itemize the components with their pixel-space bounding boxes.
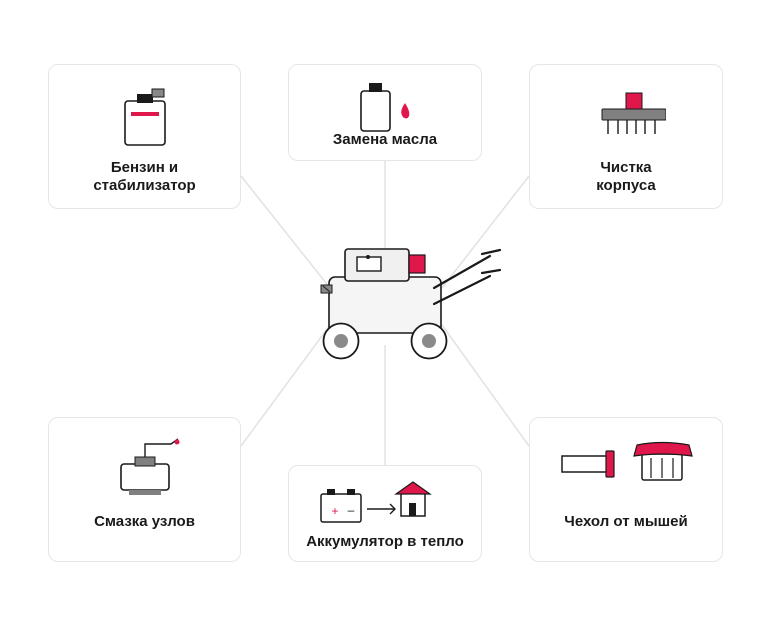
oil-bottle-icon — [360, 83, 410, 132]
card-oil-change: Замена масла — [288, 64, 482, 161]
card-lubrication: Смазка узлов — [48, 417, 241, 562]
card-fuel-line1: Бензин и — [110, 159, 179, 176]
card-fuel-stabilizer: Бензин и стабилизатор — [48, 64, 241, 209]
lawn-mower-icon — [320, 248, 502, 360]
cover-icon — [561, 441, 693, 481]
card-body-cleaning: Чистка корпуса — [529, 64, 723, 209]
card-clean-line1: Чистка — [600, 159, 652, 176]
battery-to-house-icon: + – — [320, 481, 432, 523]
card-grease-label: Смазка узлов — [94, 513, 195, 530]
card-cover-label: Чехол от мышей — [564, 513, 688, 530]
card-battery-label: Аккумулятор в тепло — [306, 533, 464, 550]
oil-can-icon — [120, 438, 180, 495]
card-battery-warm: + – Аккумулятор в тепло — [288, 465, 482, 562]
battery-plus-sign: + — [331, 504, 338, 518]
card-fuel-line2: стабилизатор — [93, 177, 196, 194]
brush-icon — [601, 92, 666, 134]
card-mouse-cover: Чехол от мышей — [529, 417, 723, 562]
card-clean-line2: корпуса — [596, 177, 656, 194]
card-oil-label: Замена масла — [332, 131, 438, 148]
fuel-canister-icon — [124, 88, 166, 146]
battery-minus-sign: – — [348, 503, 355, 517]
